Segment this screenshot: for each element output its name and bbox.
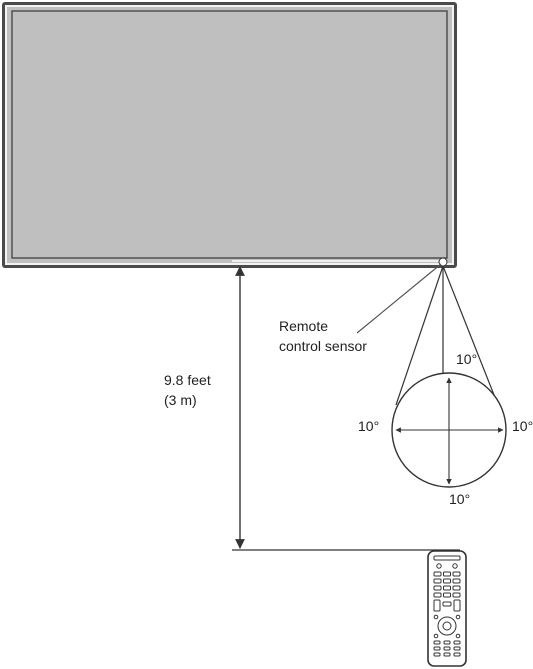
- remote-power-button: [436, 563, 442, 569]
- remote-channel-rocker: [453, 599, 461, 612]
- cone-left-edge: [395, 265, 444, 406]
- remote-number-keys: [433, 571, 461, 598]
- angle-label-bottom: 10°: [449, 491, 470, 507]
- angle-label-left: 10°: [358, 418, 379, 434]
- remote-dpad-ring: [437, 616, 457, 636]
- remote-ir-window: [433, 555, 461, 561]
- distance-label-line2: (3 m): [164, 392, 197, 408]
- sensor-label-line1: Remote: [279, 318, 328, 334]
- remote-mute-button: [442, 601, 452, 607]
- remote-bottom-keys: [433, 640, 461, 657]
- remote-info-button: [455, 633, 461, 639]
- remote-ok-button: [442, 621, 452, 631]
- sensor-callout-line: [356, 263, 442, 334]
- sensor-label-line2: control sensor: [279, 338, 367, 354]
- remote-menu-button: [433, 614, 439, 620]
- monitor-screen: [7, 7, 452, 263]
- distance-label-line1: 9.8 feet: [164, 372, 211, 388]
- reception-cone: [391, 265, 507, 488]
- angle-label-top: 10°: [456, 351, 477, 367]
- remote-volume-rocker: [433, 599, 441, 612]
- angle-label-right: 10°: [512, 418, 533, 434]
- monitor-screen-border: [11, 10, 448, 259]
- remote-control-icon: [427, 550, 467, 667]
- remote-back-button: [433, 633, 439, 639]
- cone-right-edge: [442, 265, 499, 406]
- remote-input-button: [452, 563, 458, 569]
- remote-exit-button: [455, 614, 461, 620]
- display-monitor: [2, 2, 457, 268]
